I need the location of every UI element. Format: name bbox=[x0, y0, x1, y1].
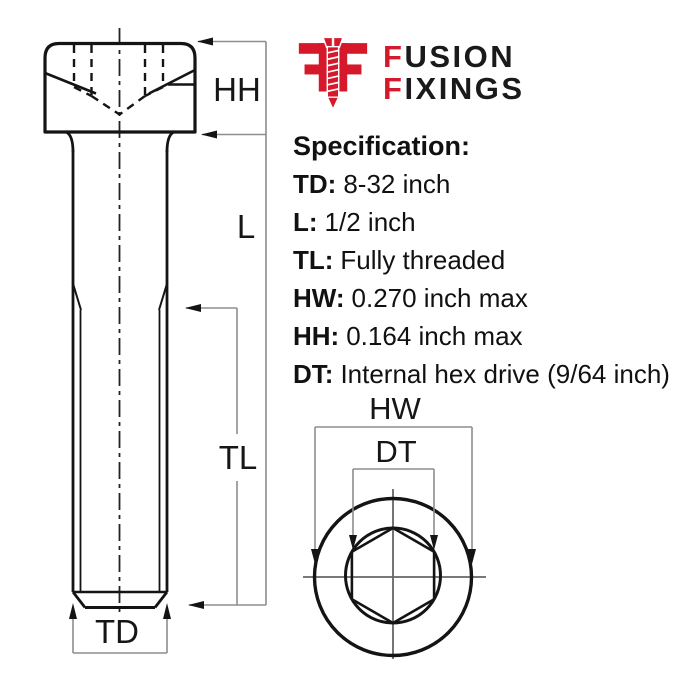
spec-row-tl: TL:Fully threaded bbox=[293, 241, 670, 279]
spec-row-l: L:1/2 inch bbox=[293, 203, 670, 241]
spec-row-td: TD:8-32 inch bbox=[293, 165, 670, 203]
screw-shank bbox=[65, 130, 175, 592]
spec-label: TD: bbox=[293, 169, 337, 199]
brand-name-line2: FIXINGS bbox=[383, 73, 525, 105]
spec-label: DT: bbox=[293, 359, 334, 389]
dim-label-dt: DT bbox=[375, 434, 416, 469]
logo-screw-glyph bbox=[322, 36, 344, 110]
spec-row-hh: HH:0.164 inch max bbox=[293, 317, 670, 355]
spec-label: HH: bbox=[293, 321, 340, 351]
hex-socket-hidden-lines bbox=[72, 45, 165, 116]
dim-label-tl: TL bbox=[219, 439, 258, 476]
brand-logo-text: FUSION FIXINGS bbox=[383, 41, 525, 105]
dim-label-hh: HH bbox=[213, 71, 261, 108]
spec-label: TL: bbox=[293, 245, 334, 275]
dim-label-td: TD bbox=[95, 613, 139, 650]
dim-label-l: L bbox=[237, 208, 255, 245]
spec-value: 1/2 inch bbox=[324, 207, 416, 237]
spec-value: 0.270 inch max bbox=[351, 283, 528, 313]
screw-thread bbox=[71, 281, 169, 609]
brand-initial-1: F bbox=[383, 39, 405, 74]
end-view-arrowheads bbox=[311, 535, 476, 564]
brand-rest-2: IXINGS bbox=[404, 71, 525, 106]
dim-label-hw: HW bbox=[369, 391, 421, 426]
spec-row-dt: DT:Internal hex drive (9/64 inch) bbox=[293, 355, 670, 393]
spec-value: 8-32 inch bbox=[343, 169, 451, 199]
head-circles bbox=[312, 496, 474, 658]
spec-row-hw: HW:0.270 inch max bbox=[293, 279, 670, 317]
end-view-centerlines bbox=[303, 489, 486, 659]
spec-label: HW: bbox=[293, 283, 345, 313]
screw-head bbox=[43, 41, 197, 134]
end-view-dimension-lines bbox=[314, 426, 473, 552]
hex-socket-outline bbox=[350, 526, 436, 625]
spec-value: Fully threaded bbox=[340, 245, 506, 275]
fusion-fixings-logo-icon bbox=[298, 36, 368, 110]
specification-heading: Specification: bbox=[293, 131, 471, 161]
screw-side-view-diagram: HH L TL TD bbox=[43, 28, 267, 654]
spec-value: 0.164 inch max bbox=[346, 321, 523, 351]
dimension-arrowheads bbox=[69, 37, 217, 619]
brand-rest-1: USION bbox=[404, 39, 516, 74]
spec-label: L: bbox=[293, 207, 318, 237]
brand-logo: FUSION FIXINGS bbox=[297, 36, 525, 110]
spec-value: Internal hex drive (9/64 inch) bbox=[340, 359, 670, 389]
specification-block: Specification: TD:8-32 inch L:1/2 inch T… bbox=[293, 127, 670, 393]
dimension-lines bbox=[72, 40, 267, 654]
screw-end-view-diagram: HW DT bbox=[303, 391, 486, 659]
brand-name-line1: FUSION bbox=[383, 41, 525, 73]
brand-initial-2: F bbox=[383, 71, 405, 106]
